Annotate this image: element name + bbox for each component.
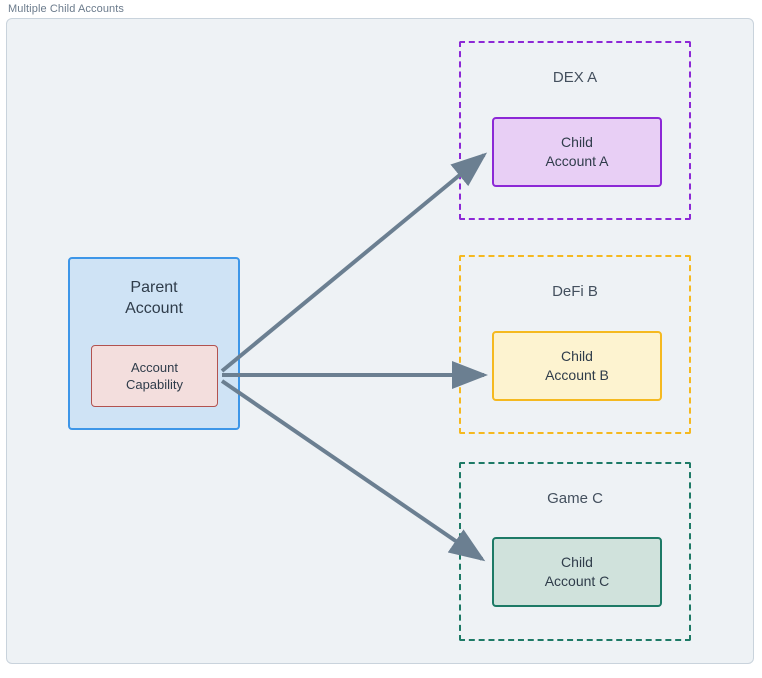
child-account-b-node[interactable]: Child Account B [492,331,662,401]
parent-account-label-line1: Parent [130,279,178,296]
child-account-c-label-line2: Account C [544,573,610,589]
child-account-c-node[interactable]: Child Account C [492,537,662,607]
child-account-a-node[interactable]: Child Account A [492,117,662,187]
group-dex-a-label: DEX A [552,69,598,86]
child-account-b-label-line2: Account B [545,367,609,383]
group-defi-b-label: DeFi B [552,283,598,300]
group-dex-a: DEX A [459,41,691,220]
diagram-title: Multiple Child Accounts [8,3,125,15]
account-capability-node[interactable]: Account Capability [91,345,218,407]
child-account-b-label-line1: Child [561,348,593,365]
child-account-a-label-line1: Child [561,134,593,151]
group-game-c-label: Game C [547,490,603,507]
child-account-a-label-line2: Account A [545,153,609,169]
account-capability-label-line1: Account [131,359,178,375]
child-account-c-label-line1: Child [561,554,593,571]
account-capability-label-line2: Capability [125,377,184,392]
parent-account-label-line2: Account [125,300,183,318]
